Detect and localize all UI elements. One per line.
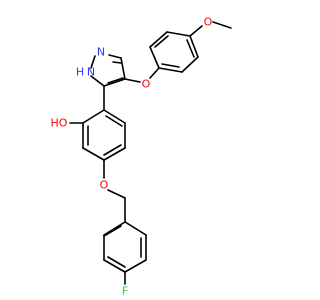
- bond: [107, 256, 126, 268]
- atom-label-oxygen-methoxy: O: [204, 16, 213, 29]
- bond: [154, 35, 169, 48]
- bond: [82, 147, 105, 161]
- bond: [107, 77, 124, 84]
- bond: [108, 54, 122, 59]
- bond: [112, 61, 122, 64]
- bond: [166, 31, 191, 37]
- bond: [189, 35, 199, 58]
- bond: [124, 259, 147, 273]
- bond: [90, 75, 105, 87]
- atom-labels: N N H O O HO O F: [51, 16, 213, 298]
- bond: [82, 109, 105, 124]
- atom-label-hydroxyl: HO: [51, 117, 68, 130]
- bond: [149, 67, 160, 79]
- bond: [158, 67, 183, 73]
- bond: [103, 225, 122, 237]
- bond: [181, 56, 199, 73]
- bond: [103, 78, 126, 87]
- bond: [103, 221, 126, 236]
- bond: [90, 55, 96, 69]
- bond: [103, 259, 126, 273]
- bond: [149, 46, 160, 69]
- bond: [186, 39, 195, 58]
- bond: [107, 189, 126, 199]
- bond: [161, 63, 180, 68]
- atom-label-nitrogen: N: [97, 46, 105, 59]
- bond: [124, 78, 141, 83]
- bond: [124, 221, 147, 236]
- molecule-structure: N N H O O HO O F: [51, 16, 232, 298]
- bond: [212, 21, 232, 29]
- atom-label-fluorine: F: [122, 285, 128, 298]
- atom-label-oxygen-ether: O: [142, 78, 151, 91]
- bond: [103, 144, 122, 156]
- atom-label-nitrogen-h: N: [87, 66, 95, 79]
- bond: [105, 115, 123, 127]
- structure-canvas: N N H O O HO O F: [50, 15, 232, 298]
- bonds: [69, 21, 232, 285]
- atom-label-oxygen-benzyl: O: [100, 179, 109, 192]
- bond: [120, 57, 126, 80]
- bond: [189, 25, 203, 37]
- bond: [103, 109, 126, 124]
- bond: [103, 147, 126, 161]
- bond: [149, 31, 168, 48]
- atom-label-hydrogen: H: [76, 66, 84, 79]
